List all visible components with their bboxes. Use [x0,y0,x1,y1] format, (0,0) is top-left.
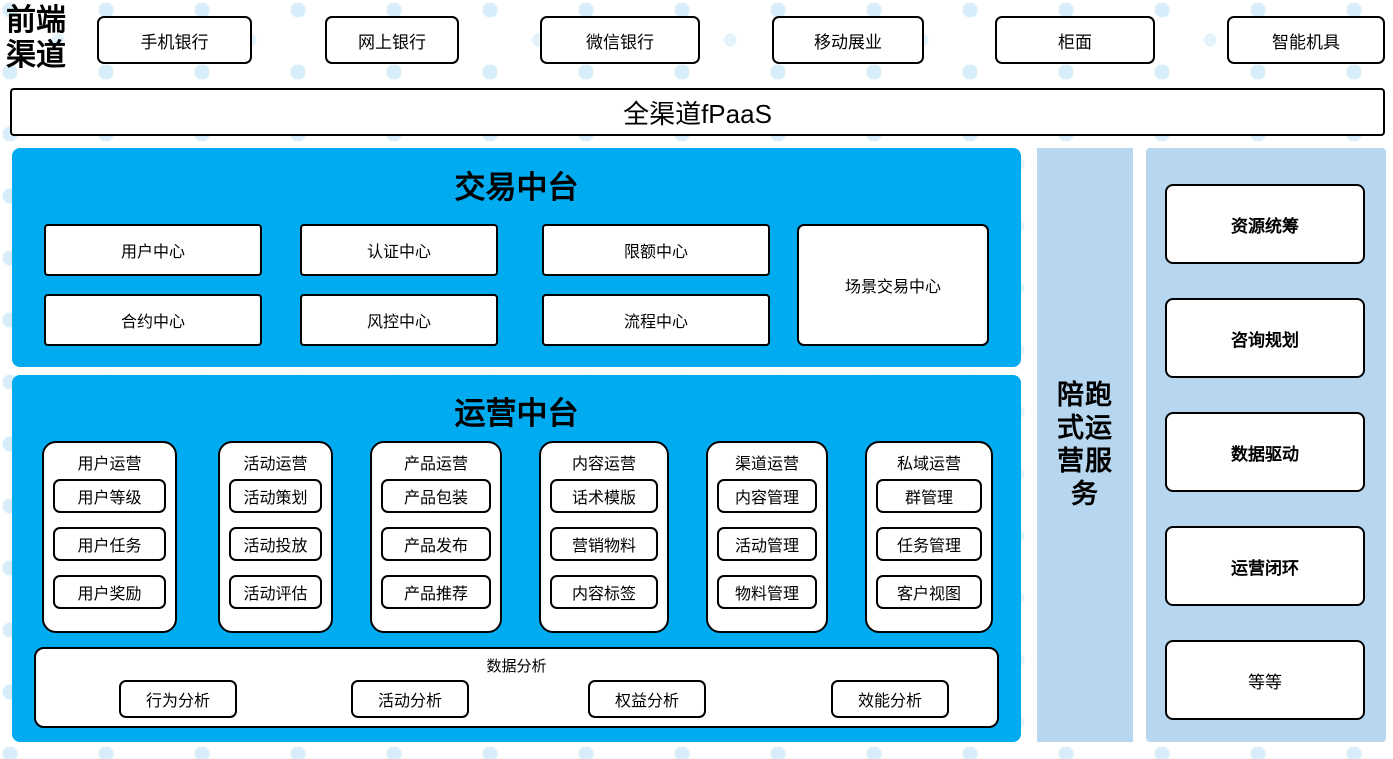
ops-column-2: 活动运营活动策划活动投放活动评估 [218,441,333,633]
ops-column-title: 渠道运营 [734,456,799,473]
ops-item[interactable]: 任务管理 [876,527,982,561]
ops-center-panel: 运营中台 用户运营用户等级用户任务用户奖励活动运营活动策划活动投放活动评估产品运… [12,375,1021,742]
service-column-label-line: 营服 [1057,446,1113,476]
service-capability-box-3[interactable]: 数据驱动 [1165,412,1365,492]
ops-item[interactable]: 活动评估 [229,575,322,609]
trade-center-box-5[interactable]: 风控中心 [300,294,498,346]
data-analysis-title: 数据分析 [486,658,547,675]
trade-center-scene-box[interactable]: 场景交易中心 [797,224,989,346]
ops-item[interactable]: 客户视图 [876,575,982,609]
channel-box-6[interactable]: 智能机具 [1227,16,1385,64]
ops-column-4: 内容运营话术模版营销物料内容标签 [539,441,669,633]
trade-center-box-1[interactable]: 用户中心 [44,224,262,276]
ops-item[interactable]: 用户任务 [53,527,166,561]
service-capability-box-1[interactable]: 资源统筹 [1165,184,1365,264]
ops-column-1: 用户运营用户等级用户任务用户奖励 [42,441,177,633]
ops-item[interactable]: 内容标签 [550,575,658,609]
fpaas-bar[interactable]: 全渠道fPaaS [10,88,1385,136]
accompanying-operation-service-column: 陪跑式运营服务 [1037,148,1133,742]
ops-item[interactable]: 产品发布 [381,527,491,561]
ops-column-title: 内容运营 [571,456,636,473]
ops-item[interactable]: 用户奖励 [53,575,166,609]
trade-center-box-3[interactable]: 限额中心 [542,224,770,276]
ops-center-title: 运营中台 [454,396,579,431]
ops-column-3: 产品运营产品包装产品发布产品推荐 [370,441,502,633]
frontend-label-line-1: 前端 [6,4,66,37]
service-column-label: 陪跑式运营服务 [1053,379,1117,511]
channel-box-4[interactable]: 移动展业 [772,16,924,64]
ops-item[interactable]: 用户等级 [53,479,166,513]
service-column-label-line: 式运 [1057,413,1113,443]
service-capability-box-5[interactable]: 等等 [1165,640,1365,720]
frontend-label-line-2: 渠道 [6,39,66,72]
data-analysis-item[interactable]: 权益分析 [588,680,706,718]
trade-center-box-6[interactable]: 流程中心 [542,294,770,346]
channel-box-2[interactable]: 网上银行 [325,16,459,64]
ops-item[interactable]: 产品包装 [381,479,491,513]
ops-item[interactable]: 群管理 [876,479,982,513]
ops-column-title: 活动运营 [243,456,308,473]
channel-box-5[interactable]: 柜面 [995,16,1155,64]
ops-column-title: 产品运营 [403,456,468,473]
ops-item[interactable]: 活动管理 [717,527,817,561]
service-column-label-line: 陪跑 [1057,380,1113,410]
ops-item[interactable]: 内容管理 [717,479,817,513]
ops-item[interactable]: 话术模版 [550,479,658,513]
ops-column-title: 用户运营 [77,456,142,473]
data-analysis-group: 数据分析 行为分析 活动分析 权益分析 效能分析 [34,647,999,728]
trade-center-box-2[interactable]: 认证中心 [300,224,498,276]
channel-box-3[interactable]: 微信银行 [540,16,700,64]
ops-column-5: 渠道运营内容管理活动管理物料管理 [706,441,828,633]
trade-center-box-4[interactable]: 合约中心 [44,294,262,346]
ops-item[interactable]: 营销物料 [550,527,658,561]
ops-column-6: 私域运营群管理任务管理客户视图 [865,441,993,633]
ops-column-title: 私域运营 [896,456,961,473]
service-capability-box-2[interactable]: 咨询规划 [1165,298,1365,378]
trade-center-panel: 交易中台 用户中心认证中心限额中心合约中心风控中心流程中心场景交易中心 [12,148,1021,367]
data-analysis-item[interactable]: 行为分析 [119,680,237,718]
data-analysis-item[interactable]: 效能分析 [831,680,949,718]
ops-item[interactable]: 活动策划 [229,479,322,513]
service-capability-box-4[interactable]: 运营闭环 [1165,526,1365,606]
service-capability-panel: 资源统筹咨询规划数据驱动运营闭环等等 [1146,148,1386,742]
ops-item[interactable]: 活动投放 [229,527,322,561]
ops-item[interactable]: 物料管理 [717,575,817,609]
data-analysis-item[interactable]: 活动分析 [351,680,469,718]
channel-box-1[interactable]: 手机银行 [97,16,252,64]
service-column-label-line: 务 [1071,479,1099,509]
trade-center-title: 交易中台 [454,170,579,205]
frontend-channel-label: 前端 渠道 [6,2,88,74]
ops-item[interactable]: 产品推荐 [381,575,491,609]
